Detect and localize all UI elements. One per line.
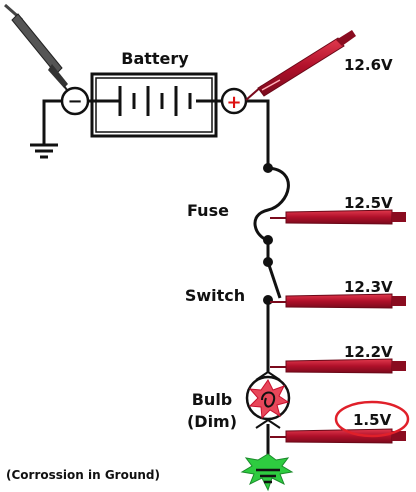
red-probe-before-bulb bbox=[270, 358, 406, 374]
red-probe-after-bulb bbox=[270, 428, 406, 444]
battery bbox=[88, 72, 228, 138]
positive-terminal: + bbox=[220, 87, 248, 115]
negative-terminal: − bbox=[60, 86, 90, 116]
battery-label: Battery bbox=[121, 49, 189, 68]
fuse-label: Fuse bbox=[187, 201, 229, 220]
bulb bbox=[245, 371, 291, 429]
red-probe-fuse bbox=[270, 209, 406, 225]
reading-battery-positive: 12.6V bbox=[344, 56, 393, 74]
svg-text:+: + bbox=[226, 92, 241, 113]
svg-text:−: − bbox=[67, 91, 82, 112]
chassis-ground-symbol bbox=[30, 99, 62, 159]
black-probe bbox=[4, 3, 71, 95]
reading-after-switch: 12.3V bbox=[344, 278, 393, 296]
highlight-circle bbox=[334, 400, 410, 438]
bulb-state-label: (Dim) bbox=[187, 412, 237, 431]
reading-after-bulb: 1.5V bbox=[353, 411, 392, 429]
connection-nodes bbox=[263, 163, 273, 305]
red-probe-switch bbox=[270, 293, 406, 309]
reading-before-bulb: 12.2V bbox=[344, 343, 393, 361]
corrosion-label: (Corrossion in Ground) bbox=[6, 468, 160, 482]
switch-label: Switch bbox=[185, 286, 245, 305]
corroded-ground-symbol bbox=[240, 453, 294, 492]
red-probe-battery bbox=[245, 30, 356, 101]
reading-after-fuse: 12.5V bbox=[344, 194, 393, 212]
bulb-label: Bulb bbox=[192, 390, 233, 409]
